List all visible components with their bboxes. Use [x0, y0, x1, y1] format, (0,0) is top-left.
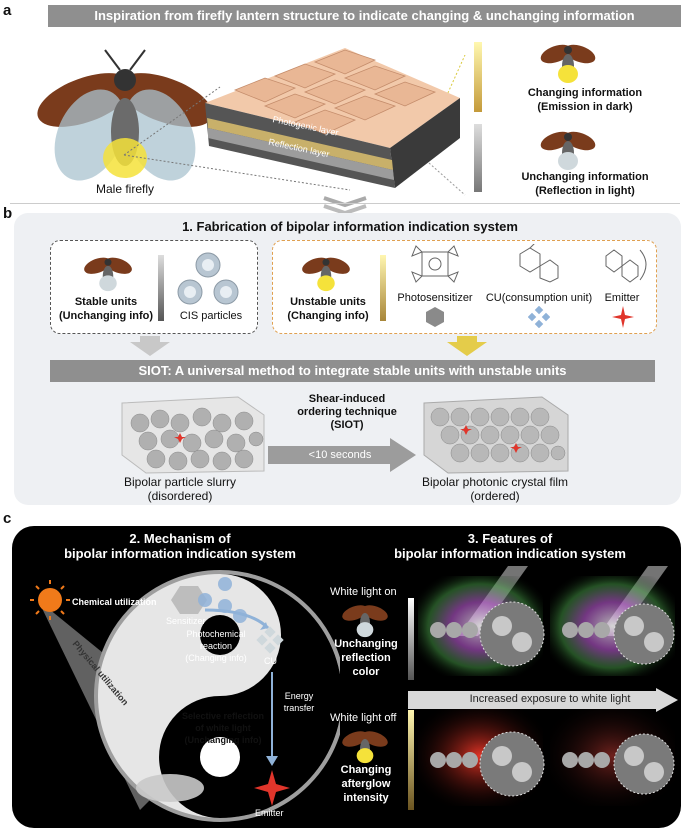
features-title-line1: 3. Features of — [467, 531, 553, 546]
unstable-down-arrow-icon — [447, 336, 487, 356]
features-crystal-images — [418, 566, 675, 806]
unchanging-line1: Unchanging — [334, 638, 398, 650]
photochem-line2: reaction — [199, 641, 233, 651]
cis-particles-label: CIS particles — [179, 310, 243, 322]
siot-process-arrow — [268, 438, 416, 472]
energy-transfer-line2: transfer — [283, 703, 315, 713]
unchanging-info-title: Unchanging information — [521, 171, 649, 183]
unchanging-info-sub: (Reflection in light) — [535, 185, 635, 197]
changing-gradient-bar — [474, 42, 482, 112]
particle-slurry-block — [121, 396, 265, 474]
changing-line2: afterglow — [341, 778, 391, 790]
photosensitizer-hexagon-icon — [426, 307, 444, 327]
cu-c-label: CU — [264, 656, 277, 666]
unstable-units-box — [272, 240, 657, 334]
stable-gradient-bar — [158, 255, 164, 321]
emitter-star-icon — [612, 306, 634, 328]
photonic-crystal-block — [423, 396, 569, 474]
light-on-gradient-bar — [408, 598, 414, 680]
glowing-firefly-icon — [540, 44, 596, 83]
photosensitizer-structure-icon — [411, 245, 459, 283]
mechanism-title-line1: 2. Mechanism of — [129, 531, 231, 546]
increased-exposure-arrow — [408, 688, 678, 712]
changing-line3: intensity — [343, 792, 389, 804]
stable-units-sub: (Unchanging info) — [58, 310, 154, 322]
crystal-label-line1: Bipolar photonic crystal film — [421, 475, 569, 489]
section-divider — [10, 203, 680, 204]
panel-b-letter: b — [3, 205, 13, 222]
stable-units-label: Stable units — [74, 296, 138, 308]
light-off-gradient-bar — [408, 710, 414, 810]
changing-line1: Changing — [340, 764, 392, 776]
energy-transfer-line1: Energy — [284, 691, 314, 701]
emitter-structure-icon — [605, 249, 647, 283]
increased-exposure-label: Increased exposure to white light — [469, 693, 631, 705]
white-light-off-label: White light off — [330, 712, 397, 724]
selective-line2: of white light — [195, 723, 251, 733]
changing-info-sub: (Emission in dark) — [537, 101, 633, 113]
unchanging-line2: reflection — [341, 652, 391, 664]
photochem-line3: (Changing info) — [185, 653, 247, 663]
cu-label: CU(consumption unit) — [485, 292, 593, 304]
off-firefly-icon — [342, 731, 388, 764]
selective-line1: Selective reflection — [181, 711, 265, 721]
photochem-line1: Photochemical — [186, 629, 246, 639]
features-title-line2: bipolar information indication system — [394, 546, 626, 561]
emitter-label: Emitter — [604, 292, 640, 304]
changing-info-title: Changing information — [527, 87, 643, 99]
panel-a-letter: a — [3, 2, 12, 19]
white-light-on-label: White light on — [330, 586, 397, 598]
shear-label-line1: Shear-induced — [308, 393, 386, 405]
siot-banner: SIOT: A universal method to integrate st… — [50, 360, 655, 382]
panel-c-letter: c — [3, 510, 12, 527]
panel-b-title: 1. Fabrication of bipolar information in… — [182, 219, 518, 234]
selective-line3: (Unchanging info) — [184, 735, 262, 745]
mechanism-title-line2: bipolar information indication system — [64, 546, 296, 561]
unstable-gradient-bar — [380, 255, 386, 321]
male-firefly-illustration — [37, 49, 213, 181]
emitter-c-label: Emitter — [255, 808, 284, 818]
stable-firefly-icon — [84, 257, 132, 292]
on-firefly-icon — [342, 605, 388, 638]
shear-label-line2: ordering technique — [297, 406, 397, 418]
stable-down-arrow-icon — [130, 336, 170, 356]
slurry-label-line2: (disordered) — [147, 489, 213, 503]
unstable-units-sub: (Changing info) — [287, 310, 369, 322]
reflecting-firefly-icon — [540, 131, 596, 170]
sensitizer-label: Sensitizer — [166, 616, 206, 626]
mechanism-yin-yang-diagram — [30, 570, 340, 822]
unchanging-gradient-bar — [474, 124, 482, 192]
shear-label-line3: (SIOT) — [330, 419, 364, 431]
slurry-label-line1: Bipolar particle slurry — [123, 475, 237, 489]
cu-structure-icon — [519, 244, 559, 283]
time-label: <10 seconds — [308, 449, 372, 461]
panel-a-banner: Inspiration from firefly lantern structu… — [48, 5, 681, 27]
crystal-label-line2: (ordered) — [470, 489, 520, 503]
chemical-utilization-label: Chemical utilization — [72, 597, 157, 607]
cis-particles-icon — [177, 252, 239, 305]
photosensitizer-label: Photosensitizer — [397, 292, 473, 304]
unstable-firefly-icon — [302, 257, 350, 292]
unchanging-line3: color — [352, 666, 380, 678]
male-firefly-label: Male firefly — [95, 182, 154, 196]
lantern-structure-block — [205, 48, 460, 188]
cu-diamond-icon — [528, 306, 550, 328]
unstable-units-label: Unstable units — [290, 296, 366, 308]
